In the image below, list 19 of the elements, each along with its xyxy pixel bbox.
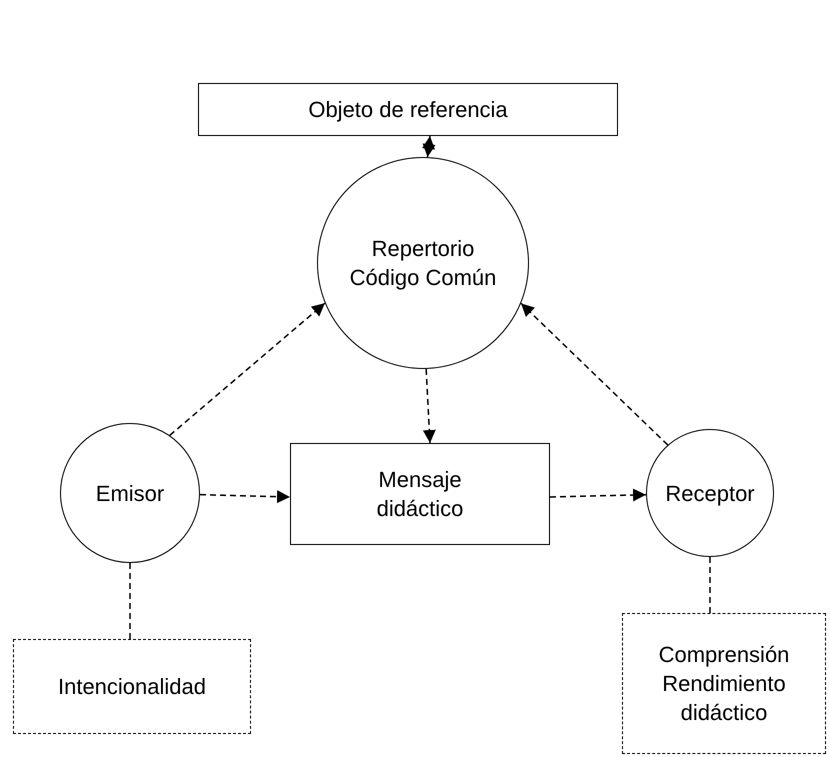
arrow [169, 302, 326, 436]
node-label: Intencionalidad [58, 673, 206, 701]
arrow [422, 368, 436, 444]
node-label: Emisor [96, 480, 164, 508]
node-label: Comprensión Rendimiento didáctico [658, 641, 790, 727]
process-box [198, 83, 618, 136]
node-label: Mensaje didáctico [376, 466, 464, 523]
note-box [622, 613, 826, 754]
note-box [13, 639, 251, 734]
node-label: Repertorio Código Común [348, 235, 498, 292]
arrow [200, 490, 290, 504]
process-box [290, 443, 550, 545]
arrow [520, 302, 668, 446]
node-label: Objeto de referencia [308, 96, 508, 124]
node-label: Receptor [665, 480, 755, 508]
connector-line [129, 563, 131, 639]
arrow [422, 136, 436, 158]
arrow [550, 488, 646, 502]
connector-line [709, 557, 711, 613]
